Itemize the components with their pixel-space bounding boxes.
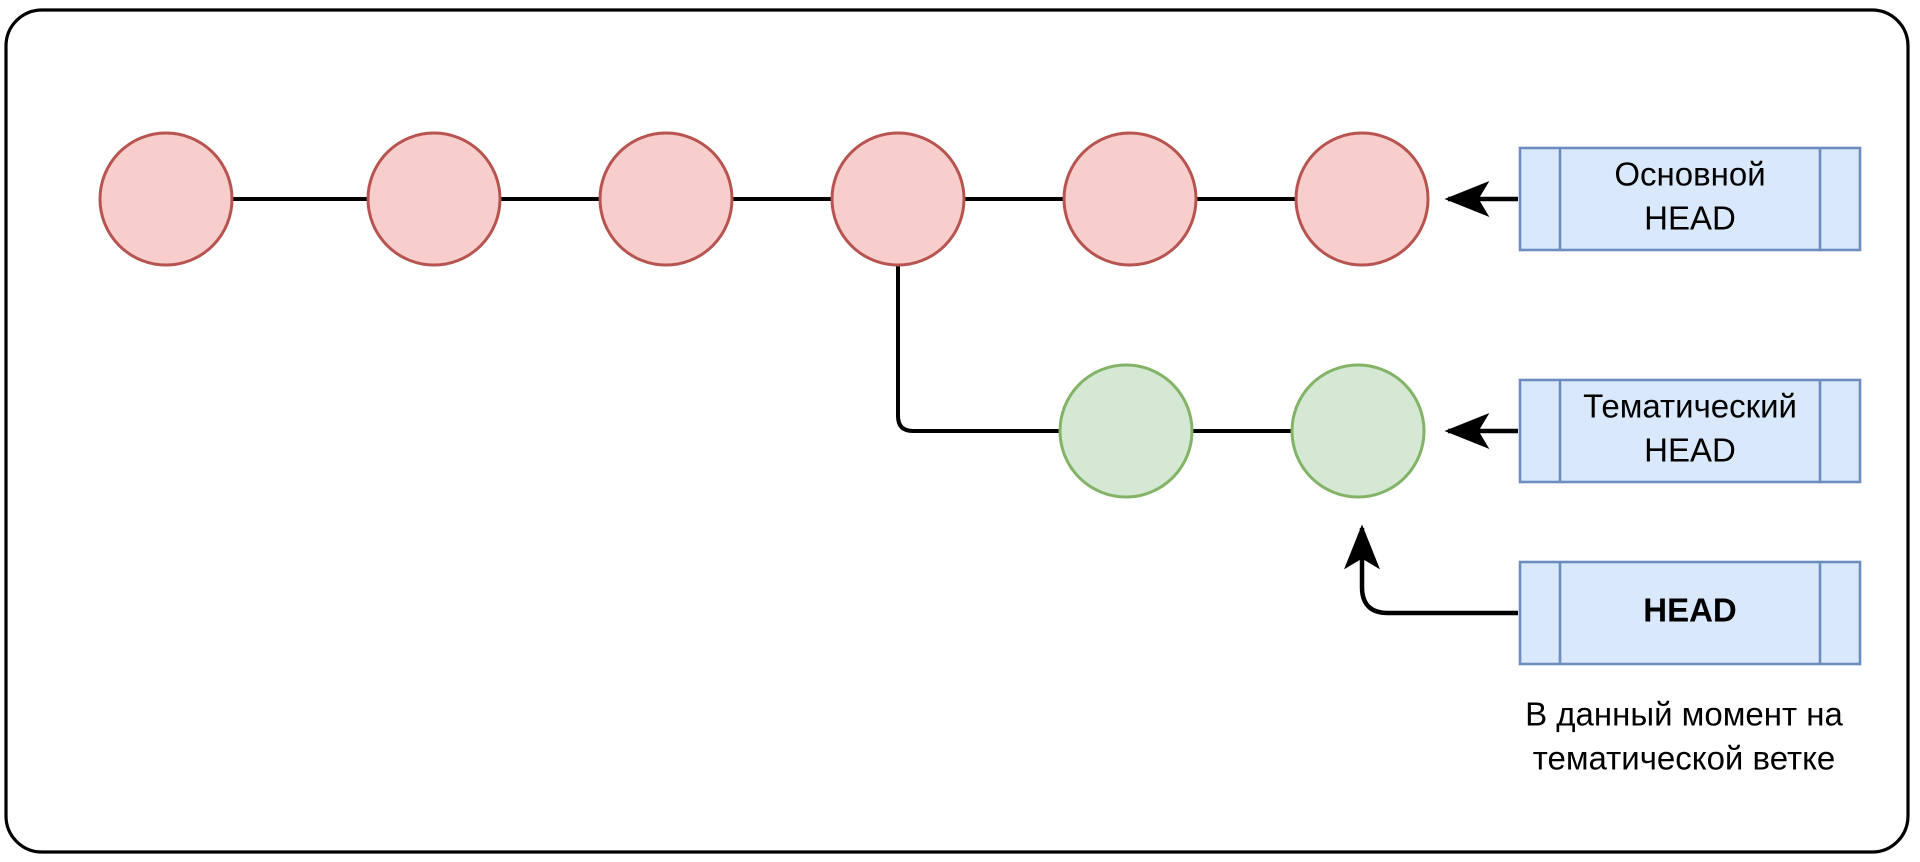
topic-branch-commits xyxy=(1058,363,1426,499)
main-commit-3[interactable] xyxy=(598,131,734,267)
label-box-main-head[interactable]: Основной HEAD xyxy=(1518,146,1862,252)
label-box-topic-head[interactable]: Тематический HEAD xyxy=(1518,378,1862,484)
topic-commit-1[interactable] xyxy=(1058,363,1194,499)
label-box-topic-head-line-2: HEAD xyxy=(1644,432,1736,469)
main-commit-1[interactable] xyxy=(98,131,234,267)
main-branch-commits xyxy=(98,131,1430,267)
label-box-head-body[interactable] xyxy=(1518,560,1862,666)
edge-fork-main-to-topic xyxy=(896,265,1062,433)
arrow-head-pointer-icon xyxy=(1344,524,1518,616)
label-box-topic-head-line-1: Тематический xyxy=(1583,388,1797,425)
label-box-main-head-body[interactable] xyxy=(1518,146,1862,252)
label-box-main-head-line-2: HEAD xyxy=(1644,200,1736,237)
caption-line-1: В данный момент на xyxy=(1525,696,1843,733)
main-commit-6[interactable] xyxy=(1294,131,1430,267)
label-box-head-line-1: HEAD xyxy=(1643,592,1737,629)
label-box-main-head-line-1: Основной xyxy=(1614,156,1765,193)
label-box-topic-head-body[interactable] xyxy=(1518,378,1862,484)
label-box-head[interactable]: HEAD xyxy=(1518,560,1862,666)
main-commit-2[interactable] xyxy=(366,131,502,267)
main-commit-4[interactable] xyxy=(830,131,966,267)
topic-commit-2[interactable] xyxy=(1290,363,1426,499)
main-commit-5[interactable] xyxy=(1062,131,1198,267)
caption-line-2: тематической ветке xyxy=(1533,740,1835,777)
caption-current-branch: В данный момент на тематической ветке xyxy=(1525,696,1843,777)
